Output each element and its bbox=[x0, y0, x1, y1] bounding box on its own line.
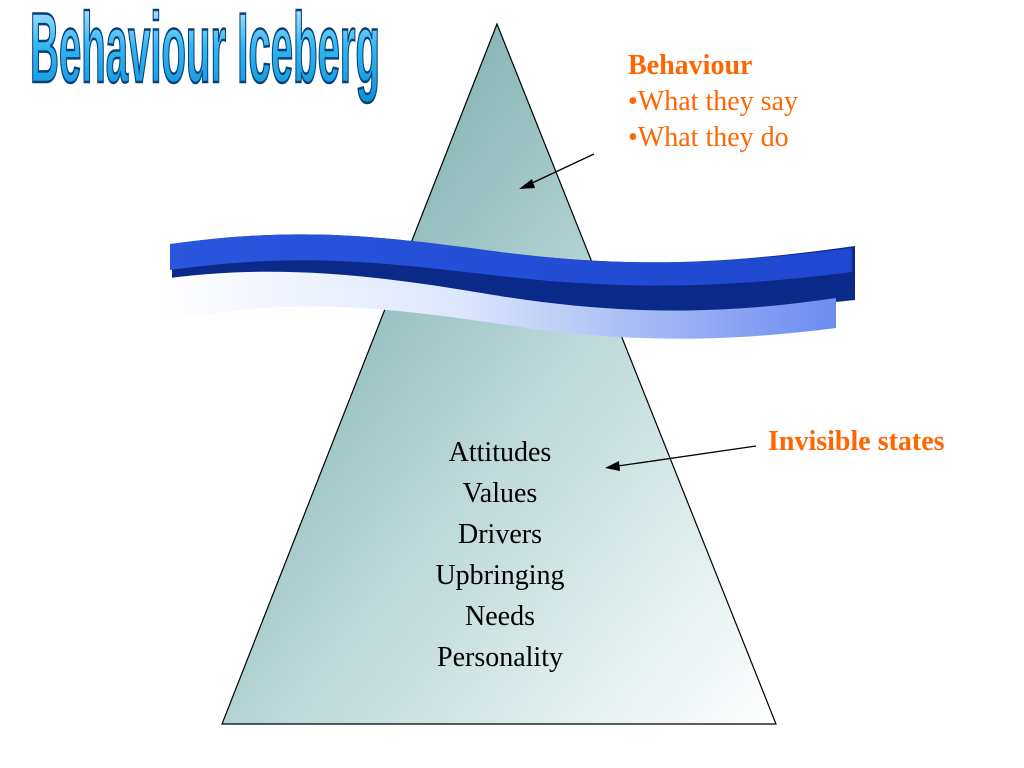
list-item: Personality bbox=[437, 642, 563, 673]
invisible-states-label: Invisible states bbox=[768, 426, 945, 457]
wave-dark bbox=[170, 234, 852, 286]
hidden-states-list: Attitudes Values Drivers Upbringing Need… bbox=[400, 432, 600, 678]
behaviour-arrow bbox=[519, 153, 595, 189]
list-item: Upbringing bbox=[435, 560, 565, 591]
list-item: Attitudes bbox=[448, 437, 552, 468]
list-item: Drivers bbox=[458, 519, 542, 550]
behaviour-item-say: •What they say bbox=[628, 86, 798, 117]
behaviour-label-block: Behaviour •What they say •What they do bbox=[628, 48, 798, 156]
behaviour-heading: Behaviour bbox=[628, 50, 753, 81]
list-item: Needs bbox=[465, 601, 535, 632]
wave-light bbox=[154, 271, 836, 339]
page-title: Behaviour Iceberg bbox=[30, 0, 380, 103]
invisible-states-arrow bbox=[605, 445, 757, 471]
iceberg-shape bbox=[221, 22, 777, 725]
list-item: Values bbox=[462, 478, 538, 509]
behaviour-item-do: •What they do bbox=[628, 122, 789, 153]
title-wordart-visible: Behaviour Iceberg bbox=[29, 0, 381, 104]
